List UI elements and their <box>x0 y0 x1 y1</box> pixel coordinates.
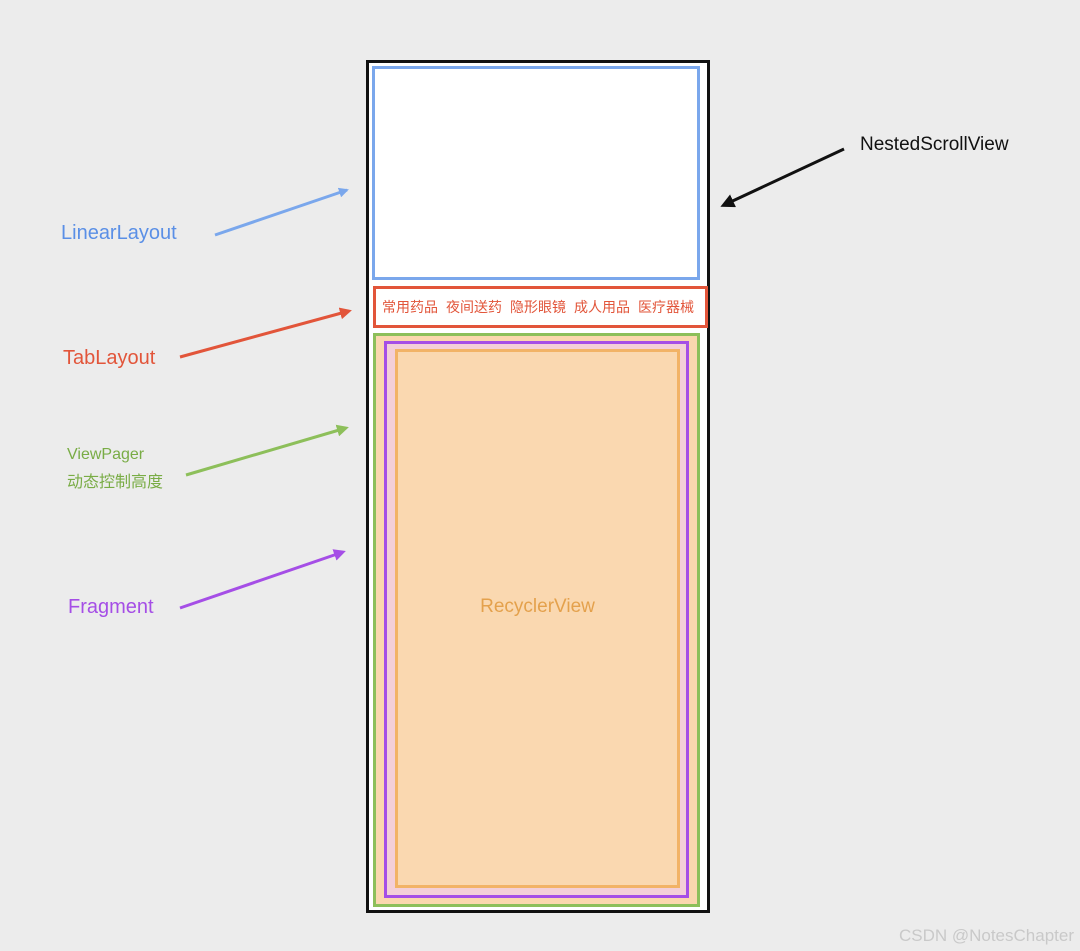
watermark: CSDN @NotesChapter <box>898 926 1074 945</box>
view-pager-label: ViewPager <box>67 446 145 463</box>
tab-item-0: 常用药品 <box>382 300 438 316</box>
tab-layout-arrow <box>179 307 352 359</box>
linear-layout-box <box>372 66 700 280</box>
tab-layout-label: TabLayout <box>63 347 156 369</box>
recycler-view-box <box>395 349 680 888</box>
tab-item-2: 隐形眼镜 <box>510 300 566 316</box>
tab-item-3: 成人用品 <box>574 300 630 316</box>
tab-item-1: 夜间送药 <box>446 300 502 316</box>
view-pager-sublabel: 动态控制高度 <box>67 472 164 491</box>
tab-layout-box: 常用药品 夜间送药 隐形眼镜 成人用品 医疗器械 <box>373 286 708 328</box>
tab-item-4: 医疗器械 <box>638 300 694 316</box>
recycler-view-label: RecyclerView <box>480 596 595 617</box>
fragment-label: Fragment <box>68 596 154 618</box>
linear-layout-label: LinearLayout <box>61 222 177 244</box>
nested-scroll-view-label: NestedScrollView <box>860 134 1009 155</box>
nested-scroll-view-arrow <box>720 147 845 208</box>
fragment-arrow <box>179 549 346 610</box>
view-pager-arrow <box>185 424 349 477</box>
linear-layout-arrow <box>214 187 349 237</box>
